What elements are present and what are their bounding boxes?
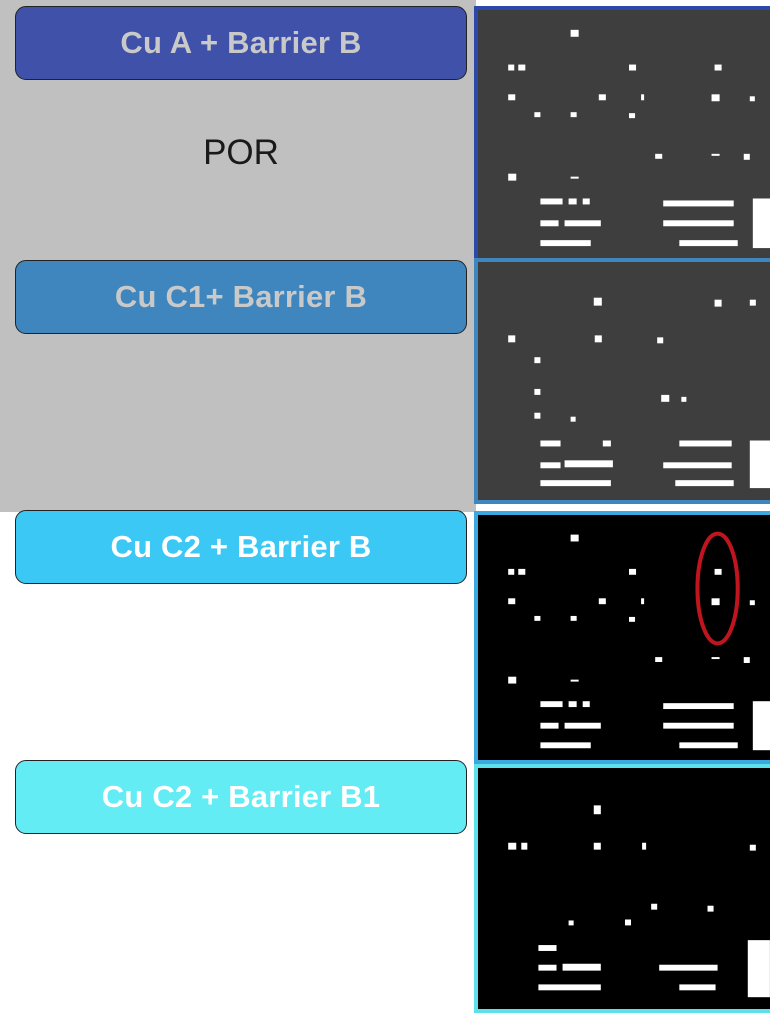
- highlight-ellipse: [695, 531, 740, 646]
- image-panel-cu-a: [474, 6, 770, 262]
- label-cu-c2-barrier-b: Cu C2 + Barrier B: [15, 510, 467, 584]
- sem-image-cu-c2-b1: [478, 768, 770, 1009]
- sem-image-cu-c1: [478, 262, 770, 500]
- gray-background: [0, 0, 476, 512]
- label-cu-c2-barrier-b1: Cu C2 + Barrier B1: [15, 760, 467, 834]
- sem-image-cu-a: [478, 10, 770, 258]
- image-panel-cu-c1: [474, 258, 770, 504]
- label-cu-c1-barrier-b: Cu C1+ Barrier B: [15, 260, 467, 334]
- por-label: POR: [203, 133, 279, 172]
- image-panel-cu-c2-b1: [474, 764, 770, 1013]
- sem-image-cu-c2: [478, 515, 770, 760]
- image-panel-cu-c2: [474, 511, 770, 764]
- label-cu-a-barrier-b: Cu A + Barrier B: [15, 6, 467, 80]
